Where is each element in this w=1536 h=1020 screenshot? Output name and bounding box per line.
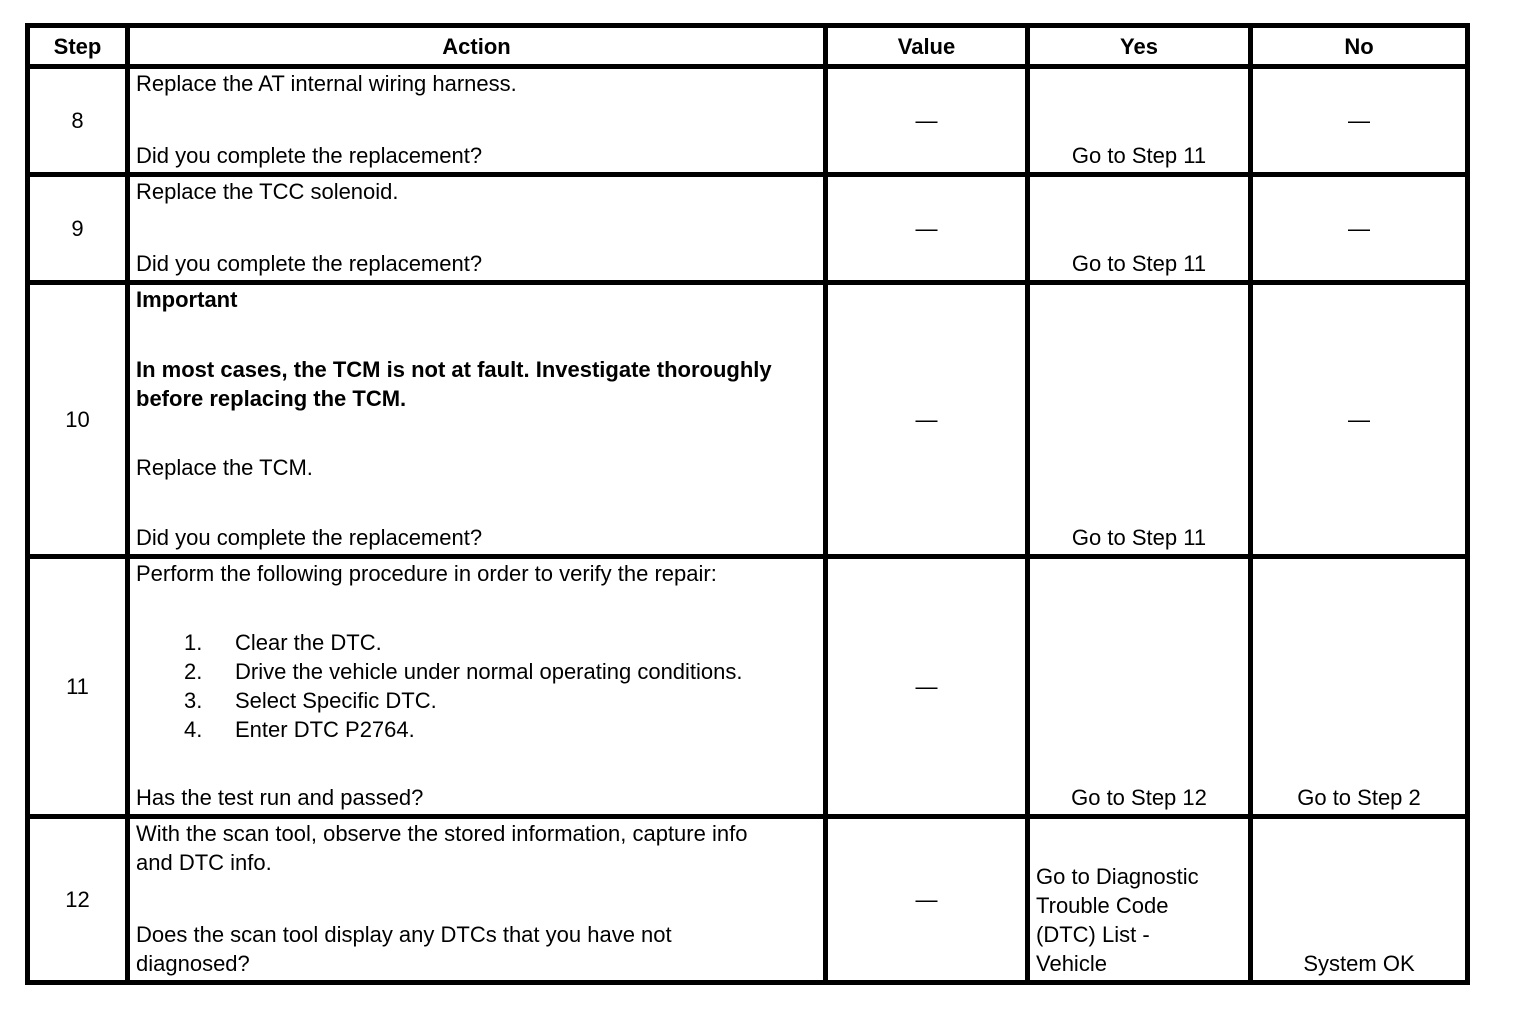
list-item-number: 2. bbox=[184, 658, 203, 684]
action-question: Did you complete the replacement? bbox=[136, 143, 483, 168]
col-header-no: No bbox=[1253, 28, 1465, 64]
col-header-step: Step bbox=[30, 28, 125, 64]
value-cell: — bbox=[828, 559, 1025, 814]
important-note: In most cases, the TCM is not at fault. … bbox=[136, 356, 772, 411]
step-number: 9 bbox=[30, 177, 125, 280]
action-question: Does the scan tool display any DTCs that… bbox=[136, 922, 672, 976]
yes-cell: Go to Diagnostic Trouble Code (DTC) List… bbox=[1030, 819, 1248, 980]
step-number: 8 bbox=[30, 69, 125, 172]
value-cell: — bbox=[828, 69, 1025, 172]
list-item-number: 1. bbox=[184, 629, 203, 655]
no-cell: — bbox=[1253, 177, 1465, 280]
diagnostic-step-table: Step Action Value Yes No 8 Replace the A… bbox=[25, 23, 1470, 985]
list-item-text: Drive the vehicle under normal operating… bbox=[235, 658, 743, 684]
step-number: 11 bbox=[30, 559, 125, 814]
yes-cell: Go to Step 12 bbox=[1030, 559, 1248, 814]
action-instruction: With the scan tool, observe the stored i… bbox=[136, 821, 748, 875]
action-instruction: Replace the TCM. bbox=[136, 455, 313, 481]
important-label: Important bbox=[136, 287, 238, 312]
action-instruction: Perform the following procedure in order… bbox=[136, 561, 717, 586]
list-item-text: Clear the DTC. bbox=[235, 629, 382, 655]
col-header-yes: Yes bbox=[1030, 28, 1248, 64]
action-instruction: Replace the TCC solenoid. bbox=[136, 179, 399, 204]
no-cell: — bbox=[1253, 285, 1465, 554]
action-cell: Important In most cases, the TCM is not … bbox=[130, 285, 823, 554]
action-question: Did you complete the replacement? bbox=[136, 524, 483, 550]
step-number: 12 bbox=[30, 819, 125, 980]
list-item-number: 4. bbox=[184, 716, 203, 742]
yes-cell-text: Go to Diagnostic Trouble Code (DTC) List… bbox=[1036, 864, 1199, 976]
action-cell: Replace the TCC solenoid. Did you comple… bbox=[130, 177, 823, 280]
list-item: 4. Enter DTC P2764. bbox=[136, 715, 819, 744]
step-number: 10 bbox=[30, 285, 125, 554]
yes-cell: Go to Step 11 bbox=[1030, 177, 1248, 280]
col-header-value: Value bbox=[828, 28, 1025, 64]
no-cell: Go to Step 2 bbox=[1253, 559, 1465, 814]
no-cell: System OK bbox=[1253, 819, 1465, 980]
procedure-list: 1. Clear the DTC. 2. Drive the vehicle u… bbox=[136, 628, 819, 744]
no-cell: — bbox=[1253, 69, 1465, 172]
value-cell: — bbox=[828, 819, 1025, 980]
list-item: 2. Drive the vehicle under normal operat… bbox=[136, 657, 819, 686]
action-cell: With the scan tool, observe the stored i… bbox=[130, 819, 823, 980]
action-cell: Replace the AT internal wiring harness. … bbox=[130, 69, 823, 172]
list-item-text: Enter DTC P2764. bbox=[235, 716, 415, 742]
action-instruction: Replace the AT internal wiring harness. bbox=[136, 71, 517, 96]
yes-cell: Go to Step 11 bbox=[1030, 285, 1248, 554]
value-cell: — bbox=[828, 177, 1025, 280]
action-question: Has the test run and passed? bbox=[136, 785, 424, 810]
list-item: 3. Select Specific DTC. bbox=[136, 686, 819, 715]
list-item-text: Select Specific DTC. bbox=[235, 687, 437, 713]
list-item: 1. Clear the DTC. bbox=[136, 628, 819, 657]
action-cell: Perform the following procedure in order… bbox=[130, 559, 823, 814]
list-item-number: 3. bbox=[184, 687, 203, 713]
action-question: Did you complete the replacement? bbox=[136, 251, 483, 276]
value-cell: — bbox=[828, 285, 1025, 554]
yes-cell: Go to Step 11 bbox=[1030, 69, 1248, 172]
col-header-action: Action bbox=[130, 28, 823, 64]
